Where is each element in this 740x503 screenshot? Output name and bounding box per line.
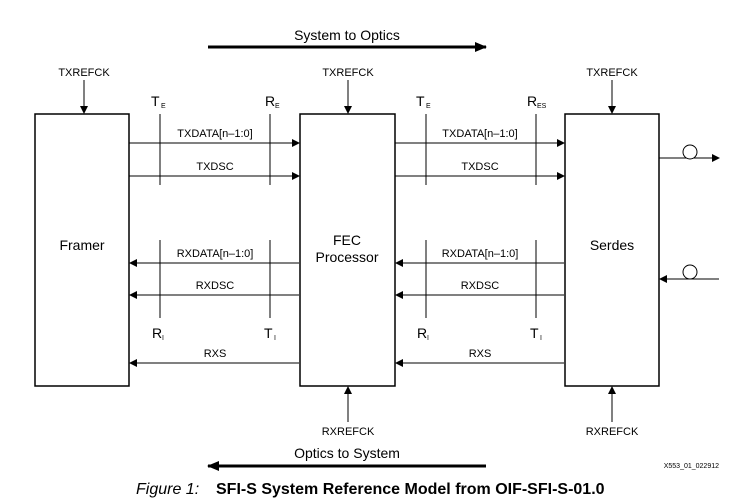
svg-text:R: R [417,325,427,341]
ref-label-ri-left: R I [152,325,164,342]
rxrefck-label-serdes: RXREFCK [586,426,639,438]
svg-text:R: R [152,325,162,341]
caption-title: SFI-S System Reference Model from OIF-SF… [216,481,605,498]
txrefck-label-serdes: TXREFCK [586,67,638,79]
framer-label: Framer [59,237,104,253]
signal-label-rxdata-right: RXDATA[n–1:0] [442,248,519,260]
svg-text:I: I [274,335,276,342]
signal-label-txdsc-left: TXDSC [196,161,233,173]
svg-text:T: T [264,325,273,341]
svg-text:T: T [151,93,160,109]
svg-text:T: T [530,325,539,341]
signal-label-rxdsc-right: RXDSC [461,280,500,292]
svg-text:E: E [161,103,166,110]
svg-text:ES: ES [537,103,547,110]
optical-rx-circle-icon [682,264,698,280]
ref-label-ti-left: T I [264,325,276,342]
direction-top-label: System to Optics [294,27,400,43]
svg-text:R: R [527,93,537,109]
ref-label-te-right: T E [416,93,431,110]
processor-label: Processor [315,249,378,265]
svg-text:E: E [275,103,280,110]
svg-text:R: R [265,93,275,109]
ref-label-te-left: T E [151,93,166,110]
figure-id: X553_01_022912 [664,463,719,470]
signal-label-txdata-left: TXDATA[n–1:0] [177,128,252,140]
svg-text:I: I [540,335,542,342]
txrefck-label-fec: TXREFCK [322,67,374,79]
svg-text:I: I [162,335,164,342]
signal-label-txdata-right: TXDATA[n–1:0] [442,128,517,140]
framer-block [34,113,130,387]
rxrefck-label-fec: RXREFCK [322,426,375,438]
signal-label-rxdata-left: RXDATA[n–1:0] [177,248,254,260]
ref-label-res-right: R ES [527,93,547,110]
signal-label-rxs-left: RXS [204,348,227,360]
svg-text:T: T [416,93,425,109]
svg-text:I: I [427,335,429,342]
ref-label-re-left: R E [265,93,280,110]
signal-label-rxdsc-left: RXDSC [196,280,235,292]
serdes-label: Serdes [590,237,634,253]
signal-label-txdsc-right: TXDSC [461,161,498,173]
ref-label-ri-right: R I [417,325,429,342]
txrefck-label-framer: TXREFCK [58,67,110,79]
signal-label-rxs-right: RXS [469,348,492,360]
fec-processor-block [299,113,396,387]
optical-tx-circle-icon [682,144,698,160]
ref-label-ti-right: T I [530,325,542,342]
svg-text:E: E [426,103,431,110]
caption-figure-number: Figure 1: [136,481,199,498]
direction-bottom-label: Optics to System [294,445,400,461]
fec-label: FEC [333,232,361,248]
